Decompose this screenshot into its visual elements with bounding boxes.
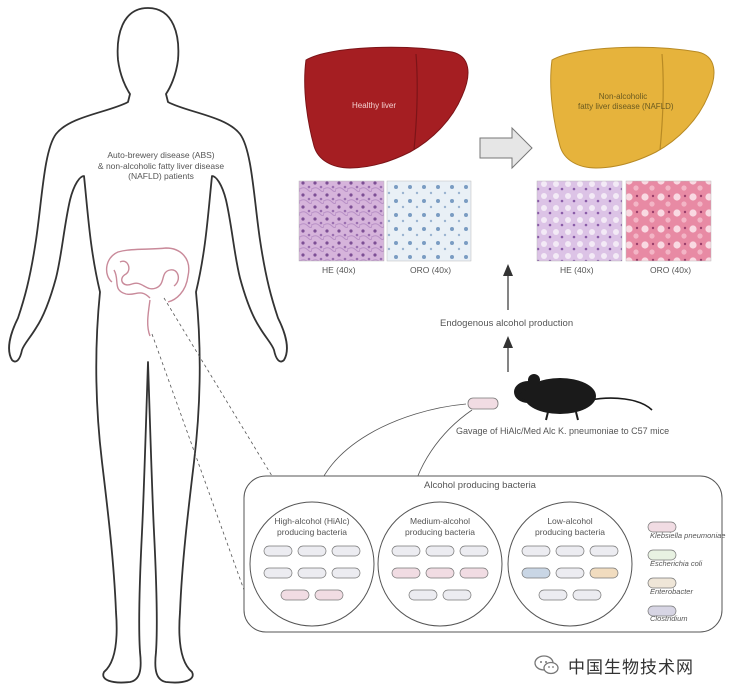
group-medalc-label-line-2: producing bacteria (405, 526, 475, 537)
healthy-he-label: HE (40x) (322, 265, 356, 275)
healthy-oro-label: ORO (40x) (410, 265, 452, 275)
legend-label-ecoli: Escherichia coli (650, 559, 703, 568)
legend-swatch (647, 605, 677, 617)
wechat-icon (534, 655, 559, 675)
bacterium (280, 589, 310, 601)
intestines (105, 247, 190, 337)
bacterium (263, 567, 293, 579)
legend-swatch (647, 521, 677, 533)
bacterium (442, 589, 472, 601)
bacterium (572, 589, 602, 601)
connector-dashed-top (163, 297, 273, 477)
connector-dashed-bottom (151, 333, 245, 591)
group-hialc-label: High-alcohol (HiAlc) producing bacteria (262, 516, 362, 537)
bacterium (589, 545, 619, 557)
legend-swatch (647, 549, 677, 561)
bacterium (459, 567, 489, 579)
progression-arrow (479, 126, 533, 170)
healthy-he-panel (298, 180, 385, 262)
endogenous-label: Endogenous alcohol production (440, 318, 574, 329)
bacterium (459, 545, 489, 557)
group-hialc-label-line-2: producing bacteria (277, 526, 347, 537)
bacterium (391, 545, 421, 557)
patients-label: Auto-brewery disease (ABS) & non-alcohol… (86, 150, 236, 182)
bacterium (297, 567, 327, 579)
nafld-liver-label-line-2: fatty liver disease (NAFLD) (578, 102, 674, 111)
bacteria-box-title: Alcohol producing bacteria (424, 480, 536, 491)
human-body-outline (8, 7, 288, 684)
patients-label-line-2: & non-alcoholic fatty liver disease (97, 160, 225, 171)
mouse (514, 374, 653, 421)
bacterium (521, 545, 551, 557)
bacterium (425, 545, 455, 557)
gavage-capsule (467, 397, 499, 410)
healthy-oro-panel (386, 180, 472, 262)
bacterium (331, 545, 361, 557)
group-medalc-label-line-1: Medium-alcohol (410, 516, 470, 526)
watermark: 中国生物技术网 (534, 652, 694, 678)
bacterium (263, 545, 293, 557)
bacterium (589, 567, 619, 579)
bacterium (391, 567, 421, 579)
nafld-oro-label: ORO (40x) (650, 265, 692, 275)
nafld-liver (550, 46, 715, 169)
bacterium (521, 567, 551, 579)
group-lowalc-label-line-2: producing bacteria (535, 526, 605, 537)
healthy-liver (304, 46, 469, 169)
bacterium (331, 567, 361, 579)
patients-label-line-1: Auto-brewery disease (ABS) (107, 150, 215, 160)
bacterium (425, 567, 455, 579)
gavage-label: Gavage of HiAlc/Med Alc K. pneumoniae to… (456, 426, 670, 436)
legend-label-klebsiella: Klebsiella pneumoniae (650, 531, 726, 540)
arrow-up-lower (503, 336, 513, 372)
bacterium (408, 589, 438, 601)
legend-swatch (647, 577, 677, 589)
group-lowalc-label: Low-alcohol producing bacteria (520, 516, 620, 537)
patients-label-line-3: (NAFLD) patients (128, 171, 194, 182)
bacterium (555, 567, 585, 579)
bacterium (314, 589, 344, 601)
group-lowalc-label-line-1: Low-alcohol (547, 516, 593, 526)
group-hialc-label-line-1: High-alcohol (HiAlc) (274, 516, 350, 526)
bacterium (555, 545, 585, 557)
bacterium (538, 589, 568, 601)
group-medalc-label: Medium-alcohol producing bacteria (390, 516, 490, 537)
bacterium (297, 545, 327, 557)
legend-label-clostridium: Clostridium (650, 614, 688, 623)
legend-label-enterobacter: Enterobacter (650, 587, 693, 596)
nafld-he-label: HE (40x) (560, 265, 594, 275)
nafld-liver-label-line-1: Non-alcoholic (598, 92, 648, 101)
nafld-oro-panel (625, 180, 712, 262)
arrow-up-upper (503, 264, 513, 310)
healthy-liver-label: Healthy liver (352, 101, 397, 110)
nafld-liver-label: Non-alcoholic fatty liver disease (NAFLD… (578, 92, 674, 112)
bacteria-layer (263, 521, 677, 617)
nafld-he-panel (536, 180, 623, 262)
watermark-text: 中国生物技术网 (568, 657, 694, 678)
